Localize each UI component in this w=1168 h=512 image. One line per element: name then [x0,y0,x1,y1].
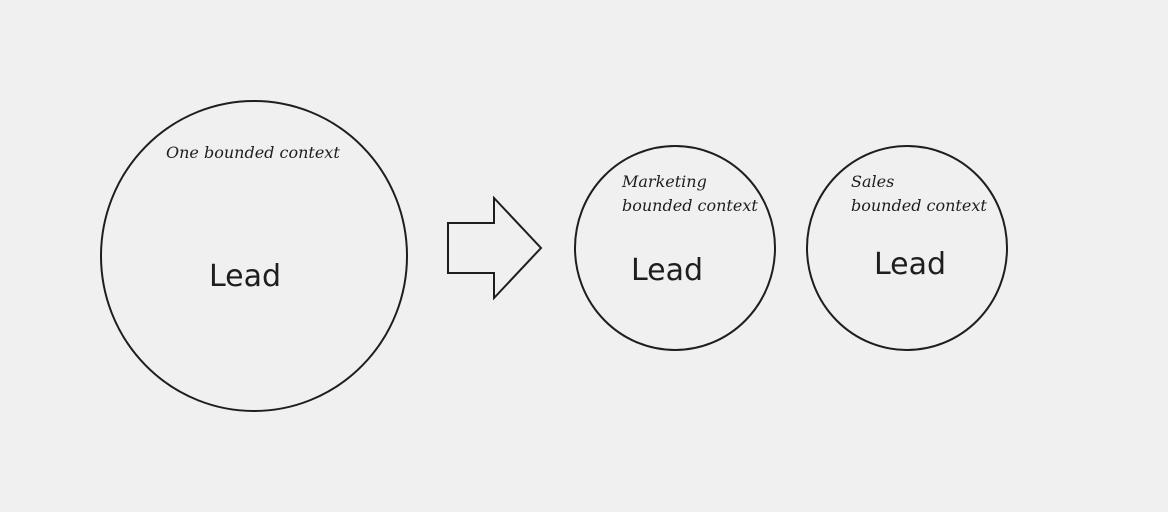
sales-context-label-line2: bounded context [851,196,987,215]
one-bounded-context-circle[interactable] [100,100,408,412]
marketing-context-label-line2: bounded context [622,196,758,215]
one-bounded-context-group: One bounded context Lead [100,100,408,412]
lead-label-marketing: Lead [631,253,703,288]
lead-label-sales: Lead [874,247,946,282]
sales-context-label-line1: Sales [851,172,894,191]
marketing-bounded-context-circle[interactable] [574,145,776,351]
transformation-arrow-icon[interactable] [447,195,543,301]
one-bounded-context-label: One bounded context [166,143,340,162]
marketing-context-label-line1: Marketing [621,172,707,191]
sales-bounded-context-group: Sales bounded context Lead [806,145,1008,351]
sales-bounded-context-circle[interactable] [806,145,1008,351]
lead-label-before: Lead [209,259,281,294]
marketing-bounded-context-group: Marketing bounded context Lead [574,145,776,351]
